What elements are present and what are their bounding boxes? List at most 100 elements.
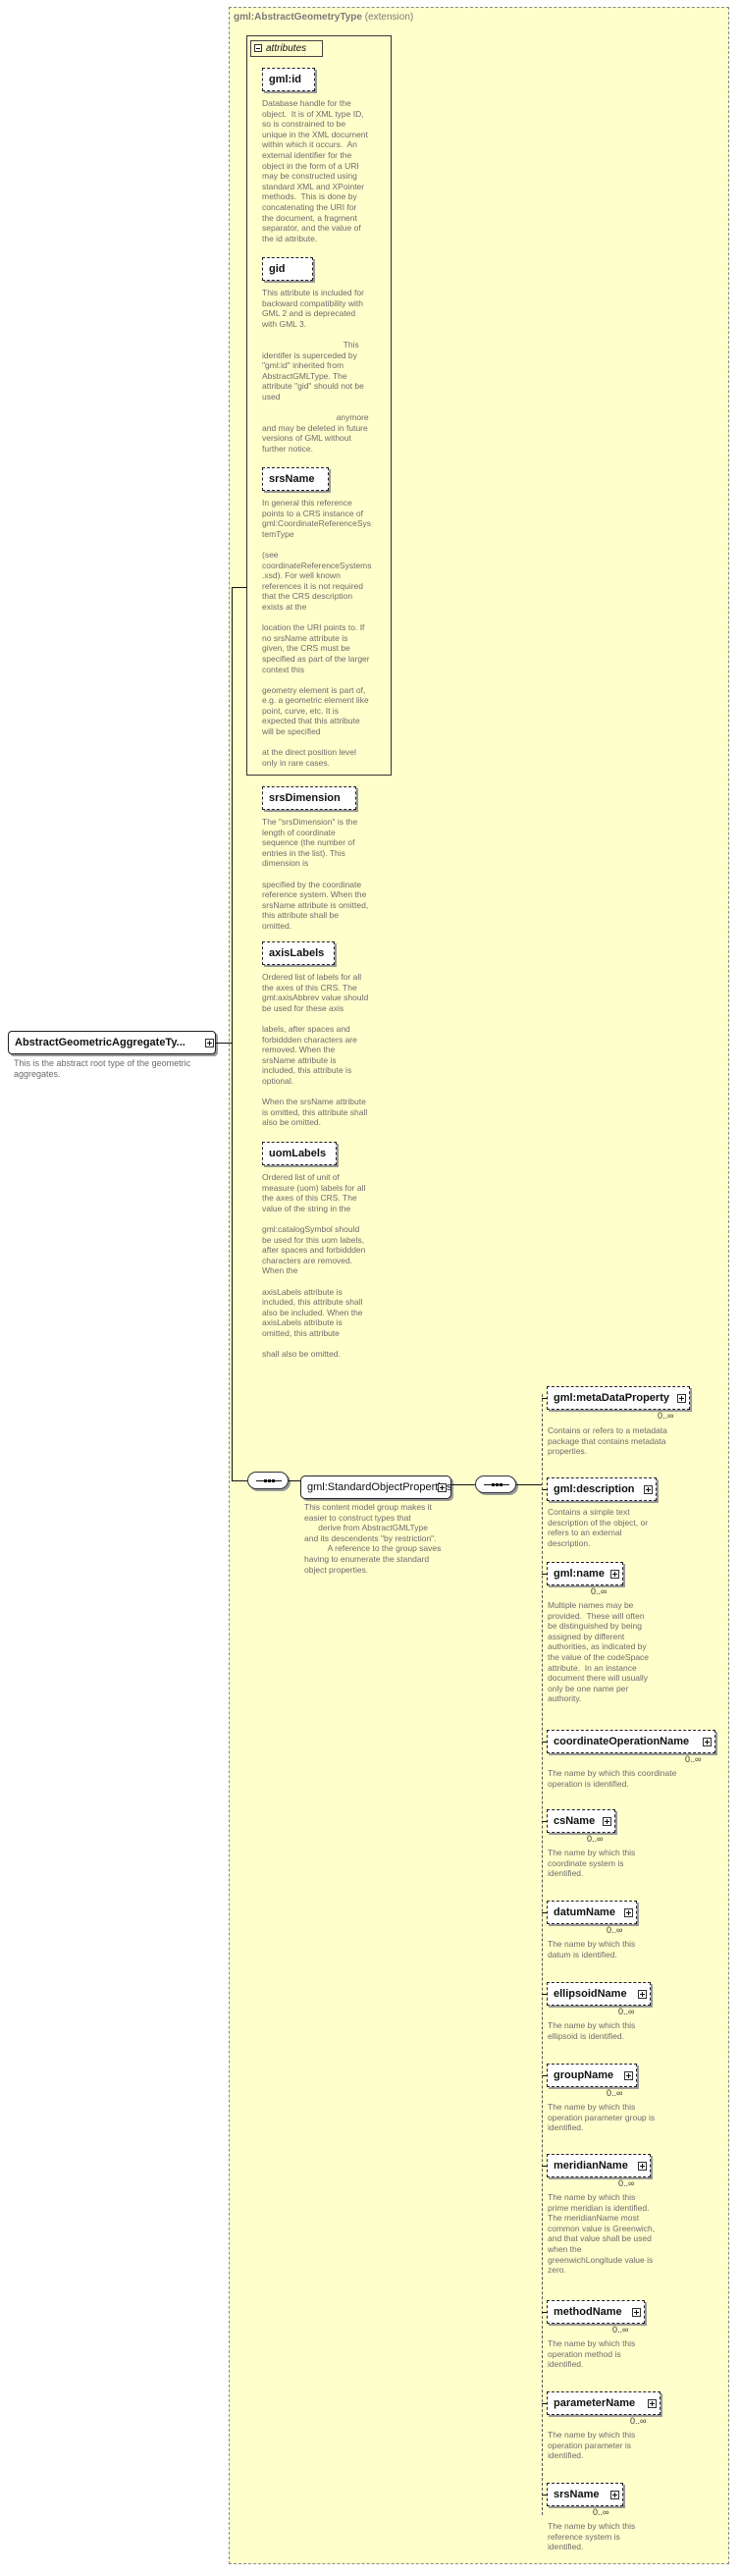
root-type-label: AbstractGeometricAggregateTy... bbox=[15, 1037, 185, 1048]
attribute-description: This attribute is included for backward … bbox=[262, 288, 369, 454]
connector bbox=[542, 1742, 548, 1743]
connector bbox=[232, 587, 247, 588]
attribute-description: Ordered list of labels for all the axes … bbox=[262, 972, 369, 1128]
element-ellipsoidname[interactable]: ellipsoidName bbox=[547, 1982, 651, 2006]
attribute-gml-id[interactable]: gml:id bbox=[262, 68, 315, 91]
group-description: This content model group makes it easier… bbox=[304, 1502, 442, 1575]
element-label: ellipsoidName bbox=[554, 1988, 627, 2000]
connector bbox=[542, 1574, 548, 1575]
sequence-icon bbox=[256, 1479, 282, 1482]
expand-plus-icon[interactable] bbox=[438, 1483, 447, 1492]
element-description: The name by which this reference system … bbox=[548, 2521, 636, 2552]
connector bbox=[542, 1398, 548, 1399]
element-description: The name by which this ellipsoid is iden… bbox=[548, 2020, 636, 2041]
element-description: The name by which this datum is identifi… bbox=[548, 1939, 636, 1959]
connector bbox=[542, 2403, 548, 2404]
element-description: The name by which this coordinate operat… bbox=[548, 1768, 677, 1789]
attribute-description: The "srsDimension" is the length of coor… bbox=[262, 817, 369, 931]
expand-plus-icon[interactable] bbox=[638, 1990, 647, 1999]
element-description: The name by which this operation paramet… bbox=[548, 2430, 636, 2461]
connector bbox=[542, 2495, 548, 2496]
multiplicity: 0..∞ bbox=[630, 2416, 647, 2426]
connector bbox=[542, 2166, 548, 2167]
element-description: The name by which this operation paramet… bbox=[548, 2102, 656, 2133]
collapse-icon[interactable] bbox=[254, 44, 262, 52]
root-type-box[interactable]: AbstractGeometricAggregateTy... bbox=[8, 1031, 216, 1054]
group-label: gml:StandardObjectProperties bbox=[307, 1481, 452, 1493]
element-meridianname[interactable]: meridianName bbox=[547, 2154, 651, 2177]
multiplicity: 0..∞ bbox=[607, 1925, 623, 1935]
element-description: The name by which this operation method … bbox=[548, 2338, 636, 2370]
attributes-header-label: attributes bbox=[266, 43, 307, 54]
element-datumname[interactable]: datumName bbox=[547, 1901, 637, 1924]
element-label: coordinateOperationName bbox=[554, 1736, 690, 1747]
connector bbox=[542, 2312, 548, 2313]
element-description-box[interactable]: gml:description bbox=[547, 1477, 657, 1501]
element-label: gml:name bbox=[554, 1568, 605, 1580]
standard-object-properties-group[interactable]: gml:StandardObjectProperties bbox=[300, 1476, 451, 1499]
element-metadataproperty[interactable]: gml:metaDataProperty bbox=[547, 1386, 690, 1410]
multiplicity: 0..∞ bbox=[593, 2507, 609, 2517]
element-description: Contains or refers to a metadata package… bbox=[548, 1425, 667, 1457]
connector bbox=[451, 1484, 475, 1485]
attribute-gid[interactable]: gid bbox=[262, 257, 313, 281]
expand-plus-icon[interactable] bbox=[610, 1570, 619, 1579]
multiplicity: 0..∞ bbox=[618, 2178, 635, 2188]
expand-plus-icon[interactable] bbox=[205, 1039, 214, 1047]
element-label: datumName bbox=[554, 1906, 615, 1918]
connector bbox=[232, 587, 233, 1480]
multiplicity: 0..∞ bbox=[607, 2088, 623, 2098]
connector bbox=[542, 1489, 548, 1490]
expand-plus-icon[interactable] bbox=[624, 1908, 633, 1917]
sequence-compositor[interactable] bbox=[475, 1476, 516, 1493]
element-description: Multiple names may be provided. These wi… bbox=[548, 1600, 650, 1704]
multiplicity: 0..∞ bbox=[685, 1754, 702, 1764]
connector bbox=[516, 1484, 528, 1485]
connector bbox=[542, 1821, 548, 1822]
attributes-header[interactable]: attributes bbox=[250, 40, 323, 57]
multiplicity: 0..∞ bbox=[618, 2007, 635, 2016]
expand-plus-icon[interactable] bbox=[624, 2071, 633, 2080]
root-type-description: This is the abstract root type of the ge… bbox=[14, 1058, 191, 1079]
element-csname[interactable]: csName bbox=[547, 1809, 615, 1833]
element-label: meridianName bbox=[554, 2160, 628, 2172]
attribute-srsdimension[interactable]: srsDimension bbox=[262, 786, 356, 810]
expand-plus-icon[interactable] bbox=[638, 2162, 647, 2171]
expand-plus-icon[interactable] bbox=[703, 1738, 712, 1746]
connector bbox=[542, 2075, 548, 2076]
attribute-srsname[interactable]: srsName bbox=[262, 467, 329, 491]
element-groupname[interactable]: groupName bbox=[547, 2064, 637, 2087]
attribute-uomlabels[interactable]: uomLabels bbox=[262, 1142, 337, 1165]
connector bbox=[232, 1480, 247, 1481]
expand-plus-icon[interactable] bbox=[603, 1817, 611, 1826]
attribute-description: In general this reference points to a CR… bbox=[262, 498, 372, 768]
attribute-axislabels[interactable]: axisLabels bbox=[262, 941, 335, 965]
extension-title: gml:AbstractGeometryType (extension) bbox=[234, 12, 413, 23]
element-label: gml:metaDataProperty bbox=[554, 1392, 669, 1404]
multiplicity: 0..∞ bbox=[612, 2325, 629, 2334]
element-description: The name by which this prime meridian is… bbox=[548, 2192, 656, 2276]
element-methodname[interactable]: methodName bbox=[547, 2300, 645, 2324]
extension-suffix: (extension) bbox=[364, 12, 414, 23]
expand-plus-icon[interactable] bbox=[644, 1485, 653, 1494]
element-label: methodName bbox=[554, 2306, 622, 2318]
element-label: gml:description bbox=[554, 1483, 635, 1495]
extension-type-name[interactable]: gml:AbstractGeometryType bbox=[234, 12, 362, 23]
element-name[interactable]: gml:name bbox=[547, 1562, 623, 1585]
multiplicity: 0..∞ bbox=[587, 1834, 604, 1844]
expand-plus-icon[interactable] bbox=[632, 2308, 641, 2317]
attribute-description: Ordered list of unit of measure (uom) la… bbox=[262, 1172, 366, 1360]
multiplicity: 0..∞ bbox=[658, 1411, 674, 1421]
sequence-icon bbox=[484, 1483, 509, 1486]
element-coordinateoperationname[interactable]: coordinateOperationName bbox=[547, 1730, 715, 1753]
expand-plus-icon[interactable] bbox=[677, 1394, 686, 1403]
connector bbox=[542, 1394, 543, 2515]
element-parametername[interactable]: parameterName bbox=[547, 2391, 661, 2415]
attribute-description: Database handle for the object. It is of… bbox=[262, 98, 368, 243]
element-srsname[interactable]: srsName bbox=[547, 2483, 623, 2506]
expand-plus-icon[interactable] bbox=[610, 2491, 619, 2499]
expand-plus-icon[interactable] bbox=[648, 2399, 657, 2408]
sequence-compositor[interactable] bbox=[247, 1472, 289, 1489]
connector bbox=[216, 1043, 232, 1044]
element-label: parameterName bbox=[554, 2397, 636, 2409]
